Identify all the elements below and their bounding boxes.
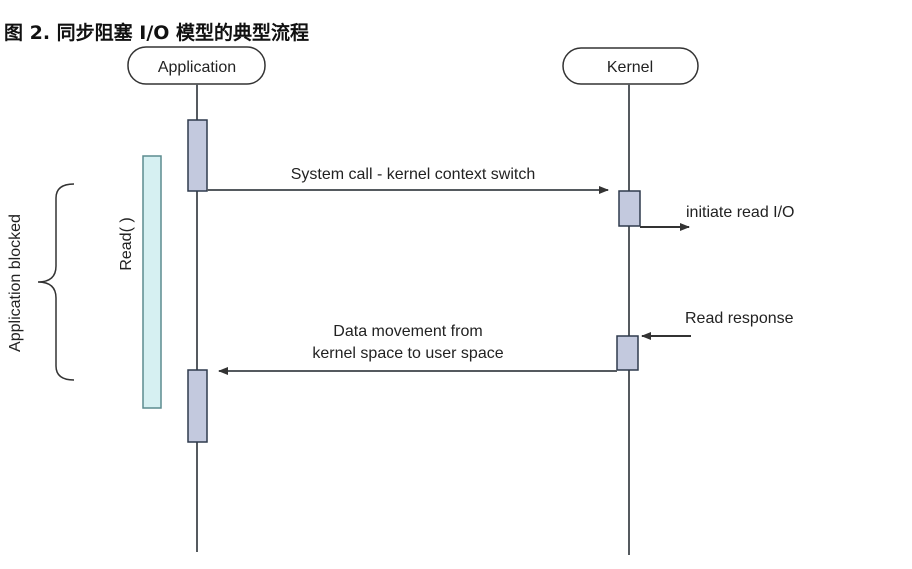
data-movement-label-line1: Data movement from: [333, 323, 482, 340]
application-activation-bottom: [187, 369, 208, 443]
read-response-label: Read response: [685, 310, 794, 327]
initiate-label: initiate read I/O: [686, 204, 795, 221]
data-movement-label-line2: kernel space to user space: [312, 345, 503, 362]
read-bar: [142, 155, 162, 409]
read-label: Read( ): [118, 217, 135, 270]
kernel-header-box: [562, 47, 699, 85]
kernel-header-label: Kernel: [607, 59, 653, 76]
kernel-activation-bottom: [616, 335, 639, 371]
kernel-activation-top: [618, 190, 641, 227]
application-activation-top: [187, 119, 208, 192]
blocked-brace: [37, 183, 75, 381]
syscall-label: System call - kernel context switch: [291, 166, 536, 183]
blocked-label: Application blocked: [7, 214, 24, 352]
application-header-label: Application: [158, 59, 236, 76]
figure-caption: 图 2. 同步阻塞 I/O 模型的典型流程: [4, 22, 310, 44]
